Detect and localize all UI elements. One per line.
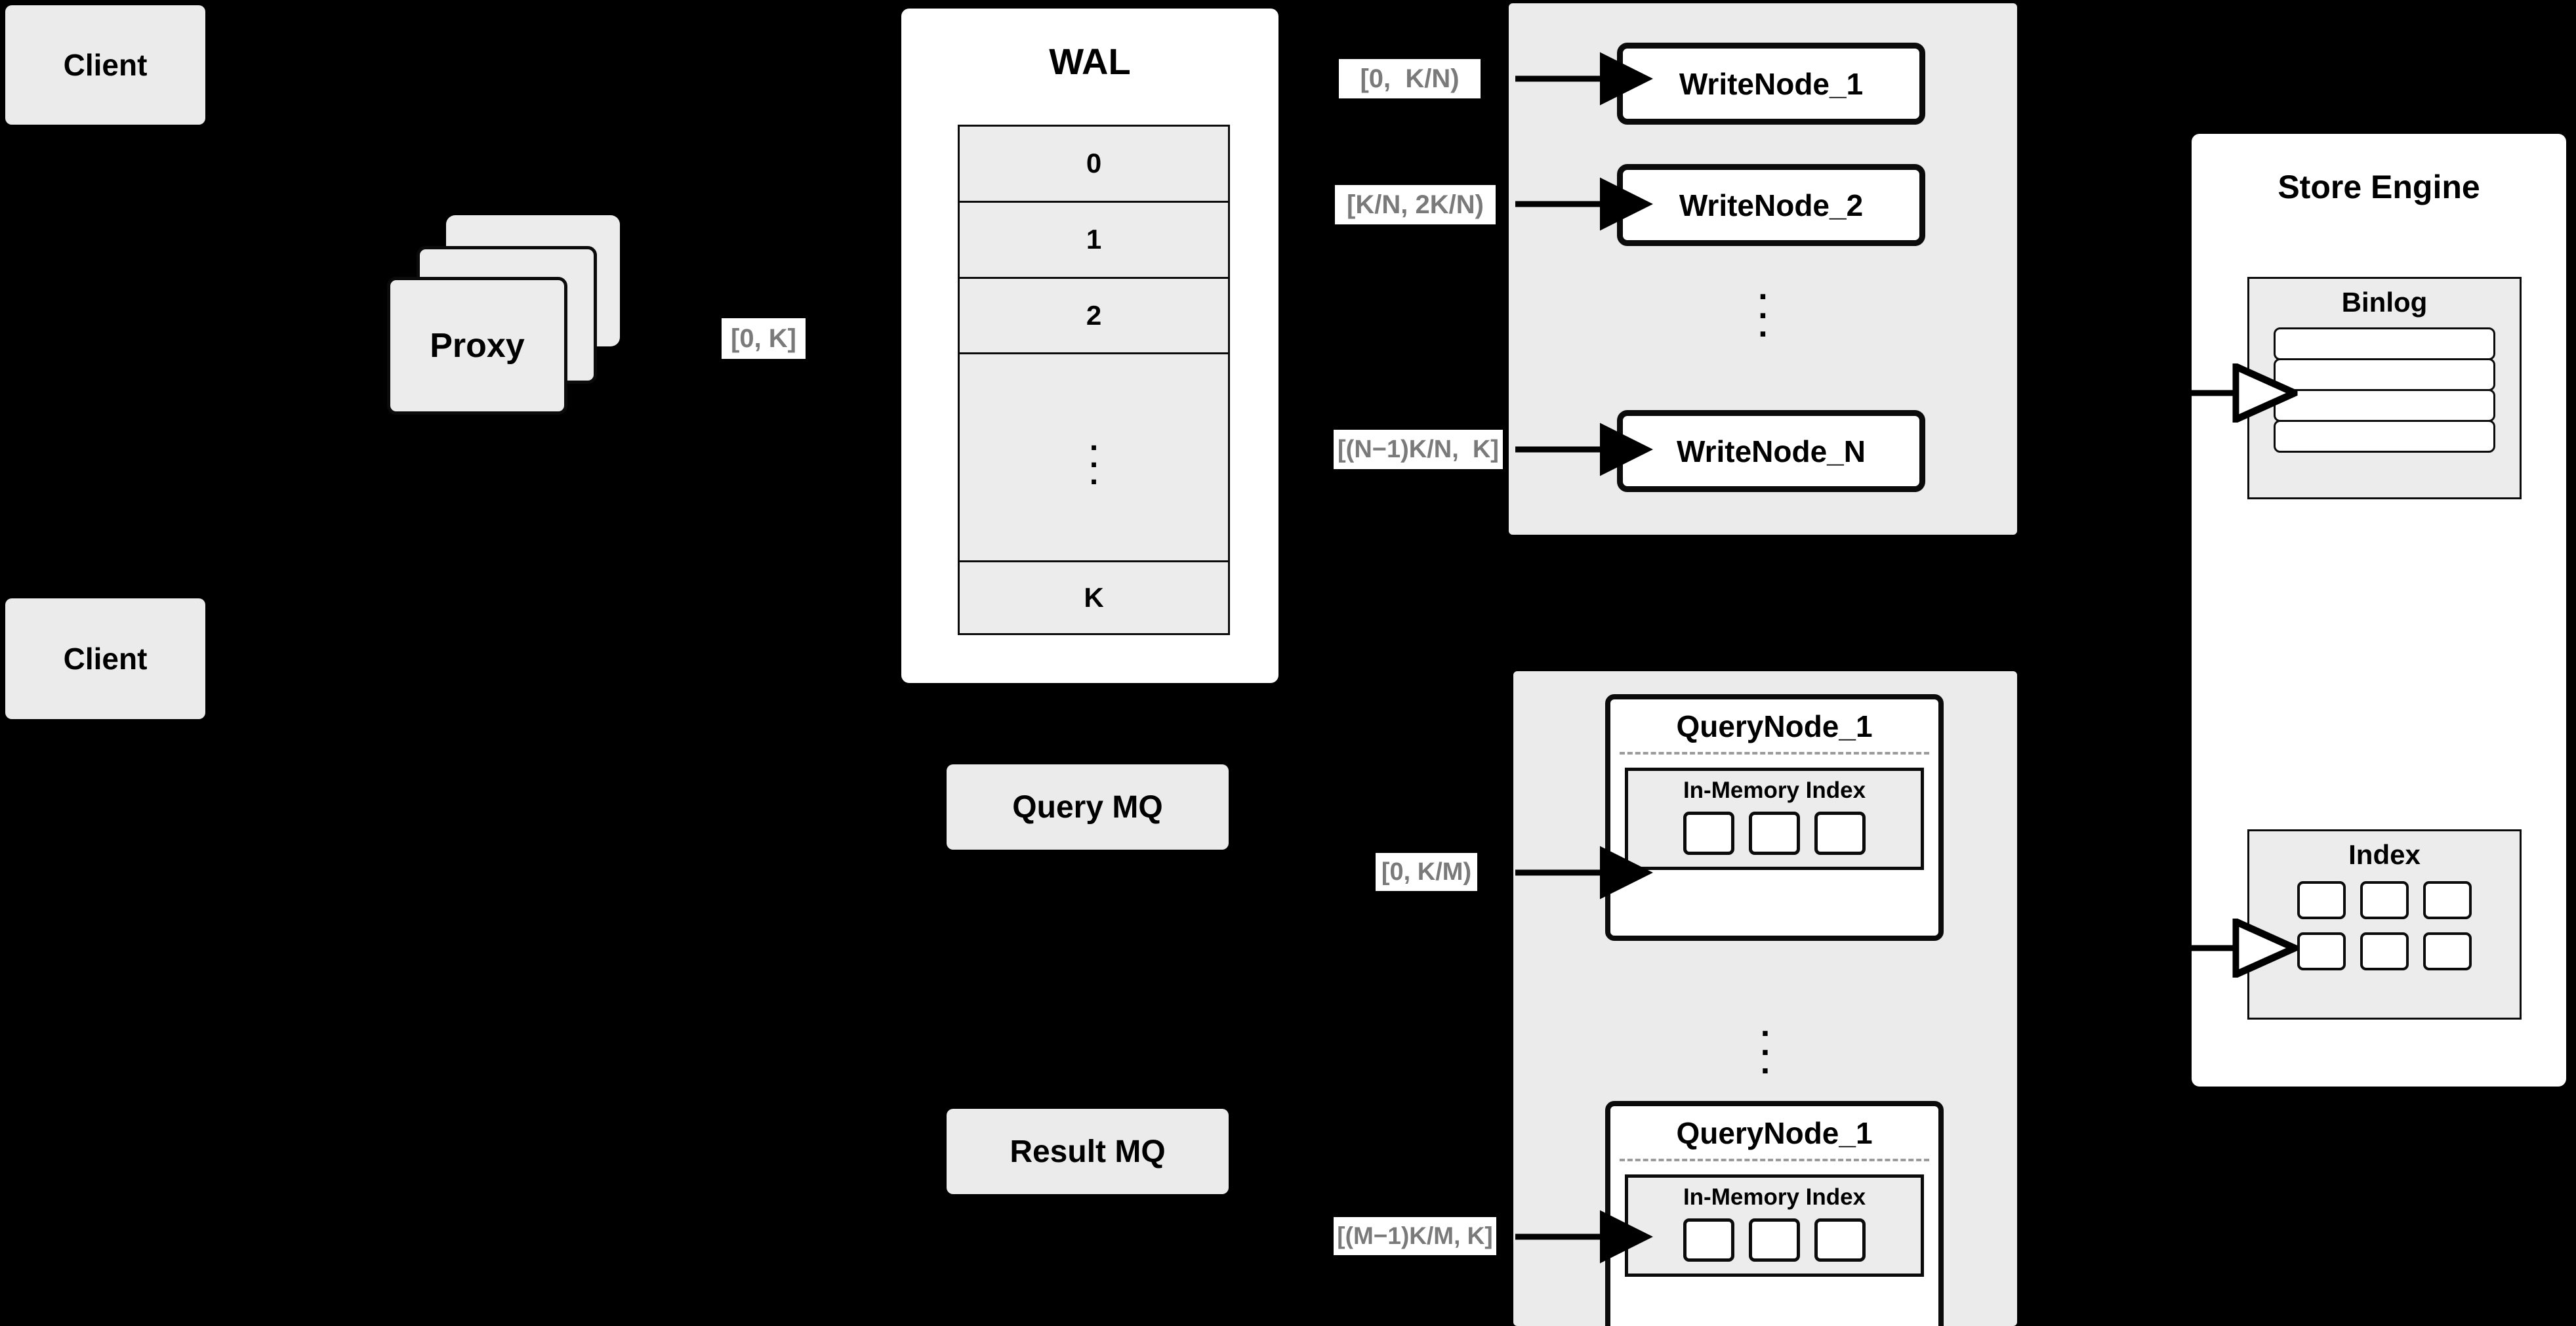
write-node-n-range-label: [(N−1)K/N, K] xyxy=(1334,430,1503,469)
query-cluster-ellipsis: ... xyxy=(1760,1006,1770,1082)
index-cell xyxy=(1749,1218,1800,1262)
wal-row-ellipsis: ... xyxy=(960,354,1228,563)
client-label-2: Client xyxy=(63,642,148,676)
index-cell xyxy=(1683,812,1734,855)
write-node-1[interactable]: WriteNode_1 xyxy=(1617,43,1925,125)
wal-row-1: 1 xyxy=(960,202,1228,279)
query-mq-label: Query MQ xyxy=(1012,789,1163,825)
index-cell xyxy=(2297,932,2346,970)
index-cell xyxy=(1814,812,1866,855)
query-node-1-index-cells xyxy=(1628,812,1921,855)
index-cell xyxy=(1749,812,1800,855)
wal-row-k: K xyxy=(960,562,1228,634)
index-cell xyxy=(2423,881,2472,919)
index-cell xyxy=(2360,881,2409,919)
binlog-bars xyxy=(2274,327,2495,453)
proxy-label: Proxy xyxy=(430,327,525,365)
query-node-1-divider xyxy=(1620,752,1929,755)
query-node-1-title: QueryNode_1 xyxy=(1676,709,1873,743)
client-box-1[interactable]: Client xyxy=(5,5,205,125)
wal-title: WAL xyxy=(1049,41,1131,82)
write-node-2-label: WriteNode_2 xyxy=(1679,188,1864,222)
query-node-2-range-label: [(M−1)K/M, K] xyxy=(1334,1217,1496,1255)
query-node-1-inmemory-index: In-Memory Index xyxy=(1625,768,1924,870)
client-box-2[interactable]: Client xyxy=(5,598,205,719)
query-node-2-index-cells xyxy=(1628,1218,1921,1262)
index-grid xyxy=(2249,881,2520,970)
write-node-1-range-label: [0, K/N) xyxy=(1339,59,1481,98)
index-cell xyxy=(2360,932,2409,970)
query-mq-box[interactable]: Query MQ xyxy=(947,764,1229,850)
write-node-cluster: WriteNode_1 WriteNode_2 ... WriteNode_N xyxy=(1509,3,2017,535)
index-title: Index xyxy=(2348,839,2421,870)
query-node-2-divider xyxy=(1620,1159,1929,1161)
query-node-2-inmemory-index-title: In-Memory Index xyxy=(1683,1184,1866,1210)
query-node-1-inmemory-index-title: In-Memory Index xyxy=(1683,777,1866,803)
wal-ellipsis-dots: ... xyxy=(1089,422,1099,492)
write-node-n-label: WriteNode_N xyxy=(1677,434,1866,468)
result-mq-box[interactable]: Result MQ xyxy=(947,1109,1229,1194)
query-node-cluster: QueryNode_1 In-Memory Index ... QueryNod… xyxy=(1513,671,2017,1326)
query-node-1[interactable]: QueryNode_1 In-Memory Index xyxy=(1605,694,1944,941)
proxy-stack[interactable]: Proxy xyxy=(380,213,643,423)
index-cell xyxy=(2297,881,2346,919)
binlog-bar xyxy=(2274,420,2495,453)
index-box: Index xyxy=(2247,829,2522,1020)
query-node-1-range-label: [0, K/M) xyxy=(1376,853,1477,891)
store-engine-title: Store Engine xyxy=(2278,169,2480,205)
query-node-2[interactable]: QueryNode_1 In-Memory Index xyxy=(1605,1101,1944,1326)
write-node-1-label: WriteNode_1 xyxy=(1679,66,1864,101)
wal-panel: WAL 0 1 2 ... K xyxy=(897,5,1282,687)
write-node-2-range-label: [K/N, 2K/N) xyxy=(1335,185,1496,224)
query-node-2-title: QueryNode_1 xyxy=(1676,1116,1873,1150)
write-node-2[interactable]: WriteNode_2 xyxy=(1617,164,1925,246)
binlog-bar xyxy=(2274,389,2495,422)
query-node-2-inmemory-index: In-Memory Index xyxy=(1625,1174,1924,1277)
wal-row-2: 2 xyxy=(960,278,1228,355)
result-mq-label: Result MQ xyxy=(1010,1134,1166,1169)
binlog-title: Binlog xyxy=(2341,287,2428,318)
wal-table: 0 1 2 ... K xyxy=(958,125,1230,635)
proxy-range-label: [0, K] xyxy=(722,318,806,359)
index-cell xyxy=(1814,1218,1866,1262)
index-cell xyxy=(1683,1218,1734,1262)
write-node-n[interactable]: WriteNode_N xyxy=(1617,410,1925,492)
binlog-bar xyxy=(2274,327,2495,360)
wal-row-0: 0 xyxy=(960,127,1228,203)
binlog-bar xyxy=(2274,358,2495,391)
client-label-1: Client xyxy=(63,48,148,82)
store-engine-panel: Store Engine Binlog Index xyxy=(2188,130,2570,1090)
index-cell xyxy=(2423,932,2472,970)
proxy-card-front: Proxy xyxy=(387,277,567,415)
write-cluster-ellipsis: ... xyxy=(1758,269,1768,345)
binlog-box: Binlog xyxy=(2247,277,2522,499)
